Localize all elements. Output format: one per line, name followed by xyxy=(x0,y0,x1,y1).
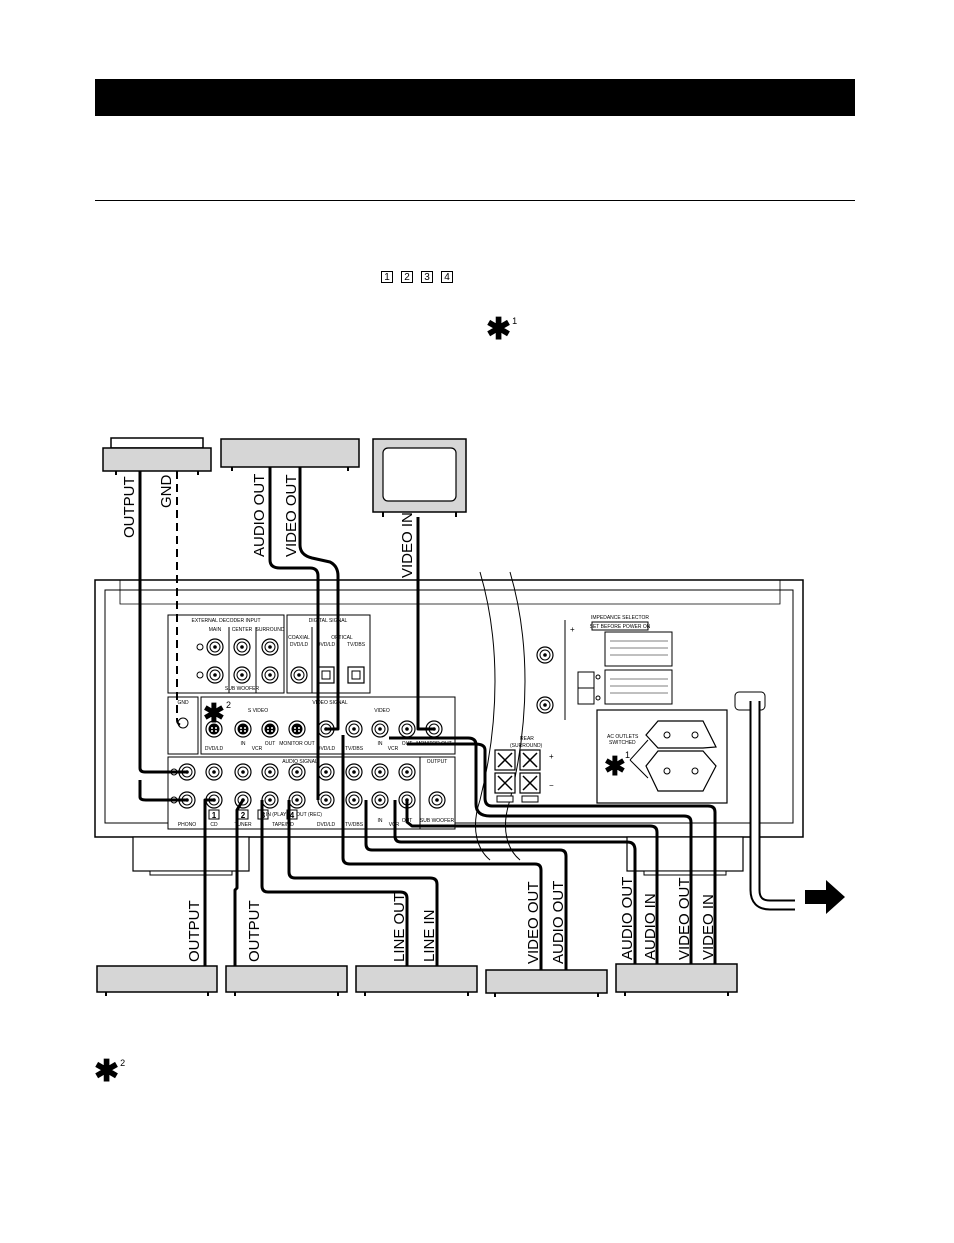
diagram-star-1: ✱ 1 xyxy=(604,750,630,781)
panel-s-video-label: S VIDEO xyxy=(248,708,268,714)
svg-text:−: − xyxy=(549,781,554,790)
panel-svideo-out-label: OUT xyxy=(265,741,276,747)
panel-tape-label: TAPE/MD xyxy=(272,822,294,828)
svg-text:2: 2 xyxy=(226,700,231,710)
panel-audio-vcr-in-label: IN xyxy=(378,818,383,824)
panel-subwoofer-label: SUB WOOFER xyxy=(225,686,260,692)
note-number-4: 4 xyxy=(441,271,453,283)
vcr-audio-out-label: AUDIO OUT xyxy=(619,877,636,960)
dvd-audio-out-label: AUDIO OUT xyxy=(251,474,268,557)
panel-tape-out-label: OUT (REC) xyxy=(296,812,322,818)
vcr-device xyxy=(615,963,738,996)
note-number-1: 1 xyxy=(381,271,393,283)
panel-svideo-monitor-label: MONITOR OUT xyxy=(279,741,314,747)
tape-deck-device xyxy=(355,965,478,996)
panel-output-label: OUTPUT xyxy=(427,759,448,765)
turntable-gnd-label: GND xyxy=(158,475,175,509)
svg-text:+: + xyxy=(570,625,575,634)
dvd-player-device xyxy=(220,438,360,471)
panel-video-vcr-label: VCR xyxy=(388,746,399,752)
cables xyxy=(138,467,717,970)
dvd-video-out-label: VIDEO OUT xyxy=(283,474,300,557)
panel-video-in-label: IN xyxy=(378,741,383,747)
vcr-audio-in-label: AUDIO IN xyxy=(642,893,659,960)
footnote-star-1-text: ✱1 xyxy=(486,313,518,346)
panel-video-dvd-label: DVD/LD xyxy=(317,746,336,752)
panel-video-label: VIDEO xyxy=(374,708,390,714)
section-title-bar xyxy=(95,79,855,116)
note-number-boxes: 1 2 3 4 xyxy=(381,271,453,283)
vcr-video-out-label: VIDEO OUT xyxy=(676,877,693,960)
panel-phono-label: PHONO xyxy=(178,822,196,828)
note-number-2: 2 xyxy=(401,271,413,283)
panel-optical-tv-label: TV/DBS xyxy=(347,642,366,648)
panel-surround-label: SURROUND xyxy=(256,627,285,633)
panel-main-label: MAIN xyxy=(209,627,222,633)
panel-center-label: CENTER xyxy=(232,627,253,633)
panel-tape-in-label: IN (PLAY) xyxy=(266,812,288,818)
panel-svideo-vcr-label: VCR xyxy=(252,746,263,752)
panel-optical-dvd-label: DVD/LD xyxy=(317,642,336,648)
panel-coaxial-label: COAXIAL xyxy=(288,635,310,641)
tape-line-in-label: LINE IN xyxy=(421,909,438,962)
tvdbs-audio-out-label: AUDIO OUT xyxy=(550,881,567,964)
panel-rear-surround-label: (SURROUND) xyxy=(510,743,543,749)
turntable-device xyxy=(102,437,212,475)
panel-switched-label: SWITCHED xyxy=(609,740,636,746)
tuner-device xyxy=(225,965,348,996)
panel-audio-dvd-label: DVD/LD xyxy=(317,822,336,828)
tuner-output-label: OUTPUT xyxy=(246,900,263,962)
bottom-cable-labels: OUTPUT OUTPUT LINE OUT LINE IN VIDEO OUT… xyxy=(186,877,717,964)
footnote-star-2-text: ✱2 xyxy=(94,1055,126,1088)
panel-video-tv-label: TV/DBS xyxy=(345,746,364,752)
panel-digital-signal-label: DIGITAL SIGNAL xyxy=(309,618,348,624)
svg-text:1: 1 xyxy=(212,811,217,820)
panel-impedance-label: IMPEDANCE SELECTOR xyxy=(591,615,649,621)
top-cable-labels: OUTPUT GND AUDIO OUT VIDEO OUT VIDEO IN xyxy=(121,474,416,578)
svg-text:2: 2 xyxy=(241,811,246,820)
section-divider xyxy=(95,200,855,201)
vcr-video-in-label: VIDEO IN xyxy=(700,894,717,960)
tape-line-out-label: LINE OUT xyxy=(391,893,408,962)
panel-svideo-in-label: IN xyxy=(241,741,246,747)
svg-text:1: 1 xyxy=(625,750,630,760)
panel-subwoofer-out-label: SUB WOOFER xyxy=(420,818,455,824)
panel-ac-outlets-label: AC OUTLETS xyxy=(607,734,639,740)
panel-optical-label: OPTICAL xyxy=(331,635,353,641)
cd-output-label: OUTPUT xyxy=(186,900,203,962)
svg-text:+: + xyxy=(549,752,554,761)
tvdbs-video-out-label: VIDEO OUT xyxy=(525,881,542,964)
note-number-3: 3 xyxy=(421,271,433,283)
panel-video-signal-label: VIDEO SIGNAL xyxy=(312,700,348,706)
panel-cd-label: CD xyxy=(210,822,218,828)
svg-text:✱: ✱ xyxy=(203,698,225,728)
panel-set-before-label: SET BEFORE POWER ON xyxy=(590,624,651,630)
panel-rear-label: REAR xyxy=(520,736,534,742)
panel-coaxial-dvd-label: DVD/LD xyxy=(290,642,309,648)
diagram-star-2: ✱ 2 xyxy=(203,698,231,728)
panel-gnd-label: GND xyxy=(177,700,189,706)
panel-external-decoder-label: EXTERNAL DECODER INPUT xyxy=(192,618,261,624)
turntable-output-label: OUTPUT xyxy=(121,476,138,538)
svg-text:4: 4 xyxy=(290,811,295,820)
tv-monitor-device xyxy=(372,438,467,517)
panel-audio-tv-label: TV/DBS xyxy=(345,822,364,828)
panel-audio-signal-label: AUDIO SIGNAL xyxy=(282,759,318,765)
receiver-rear-panel: EXTERNAL DECODER INPUT MAIN CENTER SURRO… xyxy=(94,571,845,914)
cd-player-device xyxy=(96,965,218,996)
svg-text:✱: ✱ xyxy=(604,751,626,781)
tv-dbs-tuner-device xyxy=(485,969,608,997)
panel-dvd-svideo-label: DVD/LD xyxy=(205,746,224,752)
panel-tuner-label: TUNER xyxy=(234,822,252,828)
tv-video-in-label: VIDEO IN xyxy=(399,512,416,578)
